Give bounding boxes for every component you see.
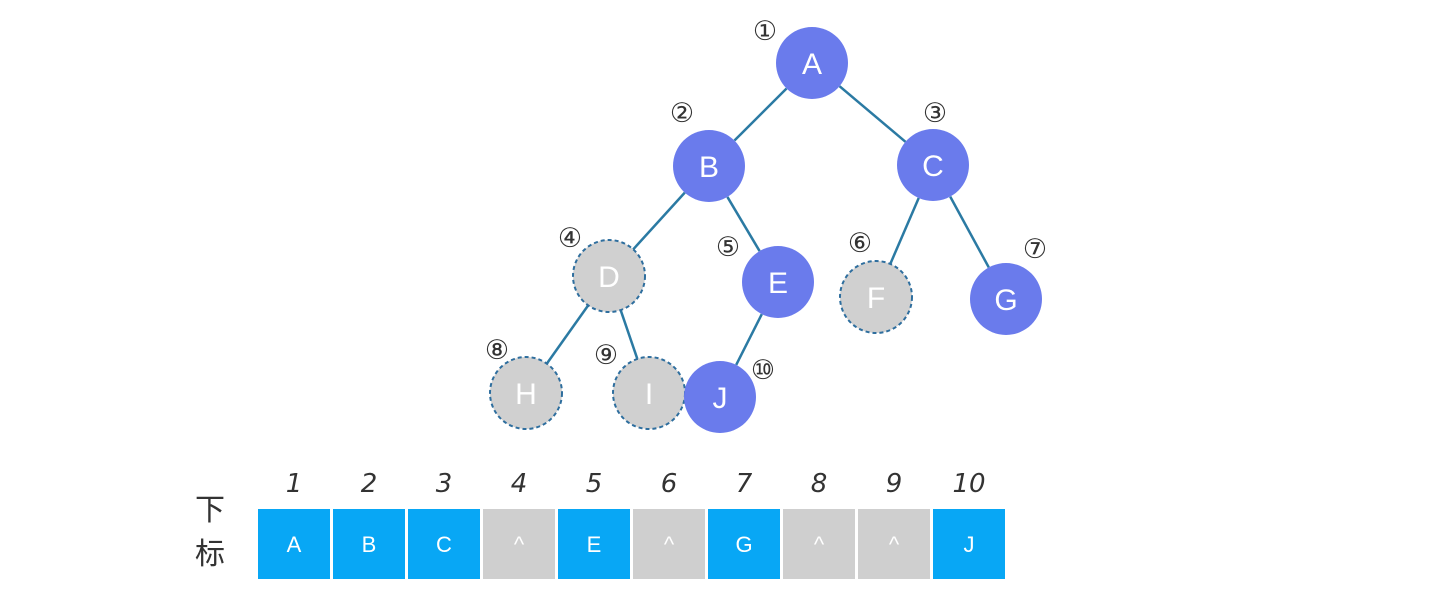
array-index-label: 6 (661, 469, 678, 499)
node-label: I (645, 378, 653, 411)
array-cell: G (708, 509, 780, 579)
order-number: ① (753, 16, 777, 47)
tree-node-e: E (742, 246, 814, 318)
array-cell: A (258, 509, 330, 579)
array-index-label: 1 (286, 469, 303, 499)
node-label: D (598, 261, 620, 294)
array-cell-label: G (735, 532, 752, 557)
node-label: E (768, 267, 788, 300)
order-number: ⑩ (751, 355, 775, 386)
array-cell-label: B (362, 532, 377, 557)
tree-node-j: J (684, 361, 756, 433)
edge-C-G (949, 196, 990, 268)
tree-node-i: I (612, 356, 686, 430)
node-label: F (867, 282, 885, 315)
array-cell-label: ^ (889, 532, 900, 557)
array-cell: ^ (633, 509, 705, 579)
array-cell: C (408, 509, 480, 579)
edge-D-I (619, 309, 639, 360)
tree-node-a: A (776, 27, 848, 99)
array-index-label: 9 (886, 469, 903, 499)
array-side-label: 下 (195, 493, 225, 528)
real-node-circle (897, 129, 969, 201)
order-number: ② (670, 98, 694, 129)
edge-C-F (889, 197, 920, 265)
array-cell-filled (933, 509, 1005, 579)
array-side-label: 标 (195, 537, 225, 572)
array-cell: E (558, 509, 630, 579)
tree-node-f: F (839, 260, 913, 334)
array-cell-empty (633, 509, 705, 579)
real-node-circle (776, 27, 848, 99)
array-index-label: 2 (361, 469, 378, 499)
edge-A-B (733, 87, 788, 142)
array-cell-label: ^ (664, 532, 675, 557)
node-label: G (994, 284, 1017, 317)
array-cell-filled (258, 509, 330, 579)
node-label: H (515, 378, 537, 411)
real-node-circle (742, 246, 814, 318)
virtual-node-circle (572, 239, 646, 313)
edge-E-J (735, 313, 763, 366)
array-cell: ^ (858, 509, 930, 579)
virtual-node-circle (489, 356, 563, 430)
edge-D-H (545, 304, 590, 365)
real-node-circle (673, 130, 745, 202)
order-number: ⑥ (848, 228, 872, 259)
order-labels-layer: ① ② ③ ④ ⑤ ⑥ ⑦ ⑧ ⑨ ⑩ (485, 16, 1047, 386)
array-cell-filled (708, 509, 780, 579)
array-index-label: 5 (586, 469, 603, 499)
array-index-label: 10 (952, 469, 985, 499)
tree-node-h: H (489, 356, 563, 430)
edge-A-C (838, 85, 907, 143)
array-cell-empty (483, 509, 555, 579)
order-number: ⑨ (594, 340, 618, 371)
virtual-node-circle (839, 260, 913, 334)
array-cell-empty (783, 509, 855, 579)
tree-node-b: B (673, 130, 745, 202)
edge-B-D (632, 191, 686, 251)
array-cell-label: ^ (514, 532, 525, 557)
array-index-label: 8 (811, 469, 828, 499)
tree-node-d: D (572, 239, 646, 313)
array-cell: J (933, 509, 1005, 579)
array-index-label: 7 (736, 469, 753, 499)
order-number: ⑤ (716, 232, 740, 263)
node-label: A (802, 48, 822, 81)
array-cell-filled (333, 509, 405, 579)
nodes-layer: A B C D E F G H I J (489, 27, 1042, 433)
node-label: C (922, 150, 944, 183)
real-node-circle (970, 263, 1042, 335)
array-index-label: 3 (436, 469, 453, 499)
array-cell: ^ (783, 509, 855, 579)
order-number: ⑧ (485, 335, 509, 366)
array-cell: B (333, 509, 405, 579)
node-label: B (699, 151, 719, 184)
array-cell: ^ (483, 509, 555, 579)
tree-node-g: G (970, 263, 1042, 335)
order-number: ④ (558, 223, 582, 254)
tree-node-c: C (897, 129, 969, 201)
array-cell-label: ^ (814, 532, 825, 557)
edge-B-E (726, 196, 761, 252)
array-cell-filled (558, 509, 630, 579)
node-label: J (713, 382, 728, 415)
array-cell-label: J (964, 532, 975, 557)
array-index-label: 4 (511, 469, 528, 499)
array-cell-label: A (287, 532, 302, 557)
order-number: ③ (923, 98, 947, 129)
edges-layer (545, 85, 990, 366)
array-cell-label: C (436, 532, 452, 557)
array-cell-filled (408, 509, 480, 579)
order-number: ⑦ (1023, 234, 1047, 265)
array-cell-empty (858, 509, 930, 579)
array-layer: A B C ^ E ^ G ^ ^ J 1 2 3 4 5 6 7 8 9 10 下标 (195, 469, 1005, 579)
real-node-circle (684, 361, 756, 433)
array-cell-label: E (587, 532, 602, 557)
